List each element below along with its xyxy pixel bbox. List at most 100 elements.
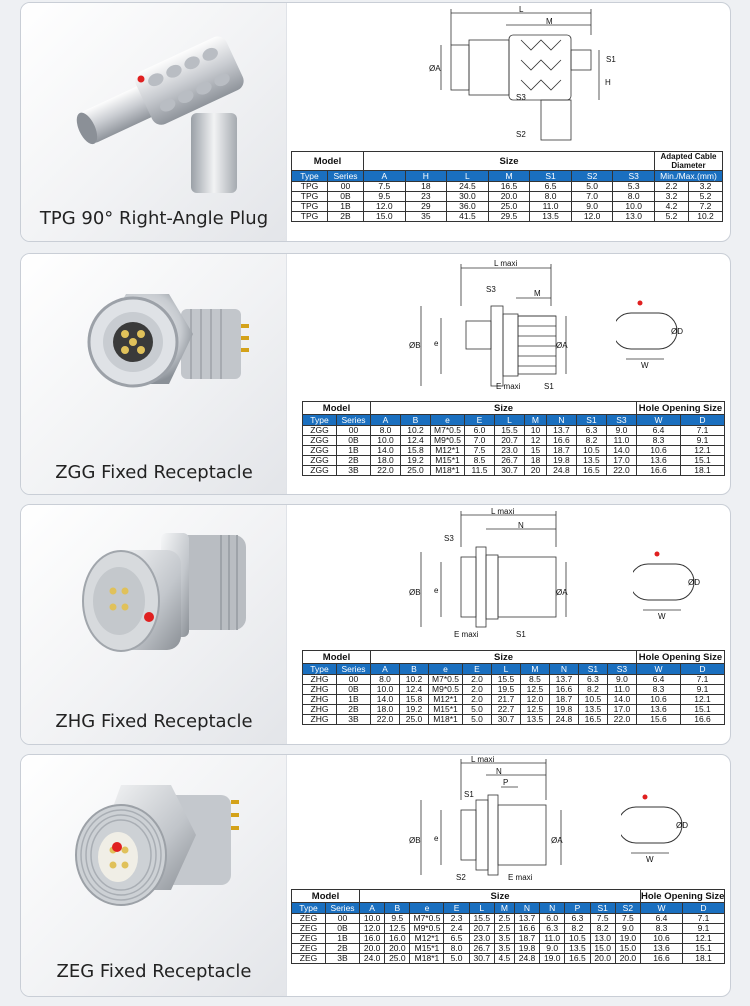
table-cell: 8.3: [640, 923, 683, 934]
dim-S3: S3: [444, 534, 454, 543]
table-cell: 20.0: [384, 943, 411, 954]
table-cell: 13.5: [575, 455, 607, 466]
table-cell: 10.2: [400, 425, 431, 436]
table-cell: ZEG: [291, 913, 326, 924]
col-m: M: [487, 170, 531, 182]
table-cell: 13.5: [529, 211, 572, 222]
table-cell: 22.0: [370, 714, 400, 725]
table-cell: 8.5: [463, 455, 495, 466]
dim-N: N: [496, 767, 502, 776]
table-cell: 7.0: [463, 435, 495, 446]
table-cell: 9.5: [384, 913, 411, 924]
table-cell: 6.3: [564, 913, 591, 924]
table-cell: 26.7: [468, 943, 495, 954]
table-cell: 3.5: [493, 943, 515, 954]
column-header: W: [636, 414, 681, 426]
table-cell: 8.5: [519, 674, 550, 685]
dim-S1: S1: [606, 55, 616, 64]
table-cell: 16.5: [487, 181, 531, 192]
zeg-connector-image: [75, 785, 239, 906]
table-cell: 10.2: [399, 674, 429, 685]
table-cell: M7*0.5: [429, 425, 465, 436]
table-cell: 17.0: [606, 704, 638, 715]
table-cell: 19.8: [513, 943, 541, 954]
technical-drawing: L maxi N S3 ØB e ØA E maxi S1: [409, 507, 568, 639]
table-cell: 13.5: [519, 714, 550, 725]
table-cell: 7.5: [614, 913, 642, 924]
table-cell: 1B: [335, 694, 372, 705]
table-cell: 9.1: [680, 435, 725, 446]
table-cell: M15*1: [427, 704, 463, 715]
table-cell: ZEG: [291, 953, 326, 964]
header-size: Size: [370, 401, 637, 415]
table-cell: 18: [404, 181, 448, 192]
table-cell: ZEG: [291, 933, 326, 944]
table-cell: M18*1: [429, 465, 465, 476]
table-cell: 2.0: [461, 694, 492, 705]
table-cell: M12*1: [409, 933, 445, 944]
product-photo: [21, 505, 287, 744]
dim-W: W: [641, 361, 649, 369]
table-cell: 2.0: [461, 674, 492, 685]
product-card-zeg: ZEG Fixed Receptacle L maxi N P S1 ØB e …: [20, 754, 731, 997]
hole-opening-drawing: ØD W: [621, 794, 688, 863]
technical-drawing: L maxi N P S1 ØB e ØA S2 E maxi: [409, 755, 563, 882]
table-cell: 3B: [324, 953, 361, 964]
column-header: M: [523, 414, 547, 426]
table-cell: 12.4: [400, 435, 431, 446]
table-cell: 12.0: [363, 201, 406, 212]
table-cell: 24.0: [359, 953, 386, 964]
table-cell: 24.8: [545, 465, 577, 476]
table-cell: 12.5: [519, 684, 550, 695]
column-header: S3: [605, 414, 638, 426]
table-cell: 14.0: [370, 694, 400, 705]
table-cell: 8.2: [564, 923, 591, 934]
table-cell: 6.5: [529, 181, 572, 192]
table-cell: 19.0: [539, 953, 566, 964]
table-cell: 10.5: [575, 445, 607, 456]
table-cell: 3B: [335, 465, 372, 476]
table-cell: 2.5: [493, 913, 515, 924]
table-cell: 3.2: [688, 181, 723, 192]
table-cell: 19.2: [400, 455, 431, 466]
table-cell: 2.3: [443, 913, 470, 924]
table-cell: 7.2: [688, 201, 723, 212]
header-size: Size: [363, 151, 655, 171]
header-hole: Hole Opening Size: [636, 650, 725, 664]
column-header: D: [680, 414, 725, 426]
column-header: W: [636, 663, 681, 675]
dim-S1: S1: [544, 382, 554, 391]
table-cell: 30.7: [468, 953, 495, 964]
table-cell: 9.0: [605, 425, 638, 436]
table-cell: 6.5: [443, 933, 470, 944]
table-cell: M15*1: [429, 455, 465, 466]
column-header: M: [519, 663, 550, 675]
table-cell: 12.1: [680, 694, 725, 705]
technical-drawing: L maxi S3 M ØB e ØA E maxi S1: [409, 259, 568, 391]
table-cell: 14.0: [606, 694, 638, 705]
table-cell: 5.2: [654, 211, 689, 222]
table-cell: 20.0: [589, 953, 616, 964]
table-cell: 18.7: [545, 445, 577, 456]
table-cell: 19.8: [545, 455, 577, 466]
table-cell: 0B: [326, 191, 365, 202]
table-cell: 11.5: [463, 465, 495, 476]
table-cell: M9*0.5: [409, 923, 445, 934]
column-header: S1: [575, 414, 607, 426]
table-cell: 6.3: [575, 425, 607, 436]
dim-A: ØA: [551, 836, 563, 845]
product-title: ZHG Fixed Receptacle: [55, 711, 253, 732]
table-cell: 8.3: [636, 684, 681, 695]
table-cell: 30.7: [493, 465, 525, 476]
table-cell: 8.2: [589, 923, 616, 934]
table-cell: 22.0: [370, 465, 401, 476]
table-cell: 36.0: [446, 201, 489, 212]
